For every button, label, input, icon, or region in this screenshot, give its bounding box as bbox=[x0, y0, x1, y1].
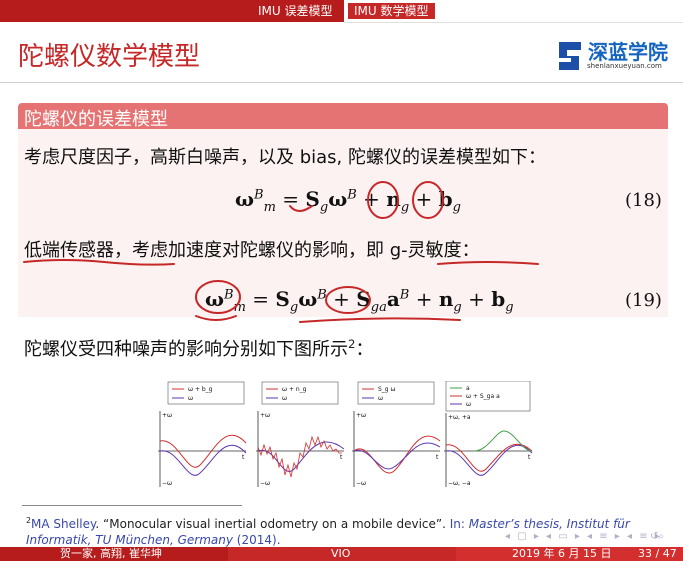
footnote-divider bbox=[22, 505, 242, 506]
legend-2-2: ω bbox=[282, 395, 287, 402]
y-top-3: +ω bbox=[356, 412, 366, 419]
footer-authors: 贺一家, 高翔, 崔华坤 bbox=[60, 547, 162, 560]
noise-intro: 陀螺仪受四种噪声的影响分别如下图所示2： bbox=[24, 335, 373, 361]
footer-course: VIO bbox=[331, 547, 351, 560]
title-divider bbox=[0, 82, 683, 83]
footnote-title: . “Monocular visual inertial odometry on… bbox=[95, 517, 446, 531]
shenlan-logo bbox=[559, 42, 581, 70]
block-title: 陀螺仪的误差模型 bbox=[24, 109, 168, 130]
nav-tab-imu-math-model[interactable]: IMU 数学模型 bbox=[348, 3, 435, 19]
equation-18: ωBm = SgωB + ng + bg bbox=[235, 187, 461, 215]
block-header bbox=[18, 103, 668, 129]
equation-18-number: (18) bbox=[625, 190, 662, 211]
footer-middle-segment bbox=[228, 547, 456, 561]
y-top-1: +ω bbox=[162, 412, 172, 419]
equation-19-number: (19) bbox=[625, 290, 662, 311]
y-top-2: +ω bbox=[260, 412, 270, 419]
legend-4-1: a bbox=[466, 385, 470, 392]
footnote-in[interactable]: In: bbox=[445, 517, 469, 531]
top-navigation-bar bbox=[0, 0, 683, 23]
footnote-venue[interactable]: Master’s thesis, Institut für Informatik… bbox=[26, 517, 630, 547]
annotation-underline-eq2 bbox=[299, 317, 461, 323]
footer-right-segment bbox=[456, 547, 683, 561]
x-label-3: t bbox=[436, 454, 439, 461]
legend-3-2: ω bbox=[378, 395, 383, 402]
legend-4-2: ω + S_ga a bbox=[466, 393, 500, 400]
plot-bias: ω + b_g ω +ω −ω t bbox=[158, 381, 247, 487]
legend-1-1: ω + b_g bbox=[188, 386, 213, 393]
nav-tab-imu-error-model[interactable]: IMU 误差模型 bbox=[258, 4, 333, 18]
block-body bbox=[18, 129, 668, 317]
footer-left-segment bbox=[0, 547, 228, 561]
plot-white-noise: ω + n_g ω +ω −ω t bbox=[256, 381, 345, 487]
footer-date: 2019 年 6 月 15 日 bbox=[512, 547, 612, 560]
footnote-year[interactable]: (2014). bbox=[232, 533, 281, 547]
y-bottom-4: −ω, −a bbox=[448, 480, 471, 487]
noise-intro-colon: ： bbox=[355, 339, 374, 360]
footnote-mark: 2 bbox=[26, 516, 31, 525]
logo-url: shenlanxueyuan.com bbox=[587, 62, 662, 70]
y-bottom-3: −ω bbox=[356, 480, 366, 487]
legend-4-3: ω bbox=[466, 401, 471, 408]
x-label-2: t bbox=[340, 454, 343, 461]
footnote-ref[interactable]: 2 bbox=[348, 337, 356, 351]
footnote: 2MA Shelley. “Monocular visual inertial … bbox=[26, 513, 666, 548]
footnote-author[interactable]: MA Shelley bbox=[30, 517, 96, 531]
frame-title: 陀螺仪数学模型 bbox=[18, 42, 201, 72]
x-label-1: t bbox=[242, 454, 245, 461]
beamer-search-icon[interactable]: ↺⌕ bbox=[650, 531, 664, 542]
error-model-intro: 考虑尺度因子，高斯白噪声，以及 bias, 陀螺仪的误差模型如下： bbox=[24, 147, 546, 168]
beamer-nav-arrows-icon[interactable]: ◂ ▢ ▸ ◂ ▭ ▸ ◂ ≡ ▸ ◂ ≡ ▸ bbox=[505, 531, 662, 542]
plot-scale-factor: S_g ω ω +ω −ω t bbox=[352, 381, 441, 487]
legend-3-1: S_g ω bbox=[378, 386, 396, 393]
y-bottom-2: −ω bbox=[260, 480, 270, 487]
g-sensitivity-intro: 低端传感器，考虑加速度对陀螺仪的影响，即 g-灵敏度： bbox=[24, 240, 480, 261]
footer-page-number: 33 / 47 bbox=[638, 547, 677, 560]
equation-19: ωBm = SgωB + SgaaB + ng + bg bbox=[205, 287, 514, 315]
legend-2-1: ω + n_g bbox=[282, 386, 307, 393]
logo-name: 深蓝学院 bbox=[588, 40, 668, 64]
plot-g-sensitivity: a ω + S_ga a ω +ω, +a −ω, −a t bbox=[444, 381, 533, 487]
x-label-4: t bbox=[528, 454, 531, 461]
nav-left-segment bbox=[0, 0, 344, 22]
y-bottom-1: −ω bbox=[162, 480, 172, 487]
noise-intro-text: 陀螺仪受四种噪声的影响分别如下图所示 bbox=[24, 339, 348, 360]
legend-1-2: ω bbox=[188, 395, 193, 402]
y-top-4: +ω, +a bbox=[448, 414, 471, 421]
